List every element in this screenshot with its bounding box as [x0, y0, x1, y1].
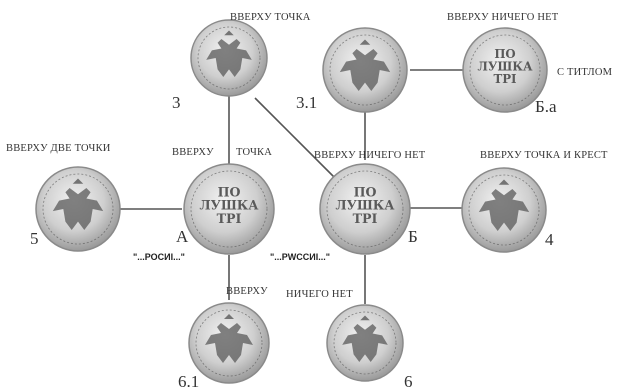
coin-label-ba: Б.а	[535, 97, 557, 116]
coin-legend-line: ТРI	[353, 211, 378, 226]
caption-coin-a-1: ВВЕРХУ	[172, 147, 214, 158]
coin-4	[36, 167, 120, 251]
coin-label-a: А	[176, 227, 189, 246]
caption-coin-4: ВВЕРХУ ТОЧКА И КРЕСТ	[480, 150, 608, 161]
coin-7	[462, 168, 546, 252]
coin-label-4: 4	[545, 230, 554, 249]
caption-coin-ba-titlo: С ТИТЛОМ	[557, 67, 613, 78]
caption-coin-3: ВВЕРХУ ТОЧКА	[230, 12, 311, 23]
coin-legend-line: ТРI	[493, 72, 516, 86]
coin-label-3-1: 3.1	[296, 93, 317, 112]
caption-coin-a-2: ТОЧКА	[236, 147, 272, 158]
coin-legend-line: ТРI	[217, 211, 242, 226]
quote-coin-a: "...РОСИI..."	[133, 252, 185, 262]
coin-9	[327, 305, 403, 381]
coin-2	[323, 28, 407, 112]
coin-label-3: 3	[172, 93, 181, 112]
coin-1	[191, 20, 267, 96]
caption-coin-6: НИЧЕГО НЕТ	[286, 289, 353, 300]
caption-coin-ba: ВВЕРХУ НИЧЕГО НЕТ	[447, 12, 559, 23]
coin-label-5: 5	[30, 229, 39, 248]
coin-8	[189, 303, 269, 383]
caption-coin-b: ВВЕРХУ НИЧЕГО НЕТ	[314, 150, 426, 161]
coin-label-6: 6	[404, 372, 413, 390]
coin-label-6-1: 6.1	[178, 372, 199, 390]
quote-coin-b: "...РWССИI..."	[270, 252, 330, 262]
coin-label-b: Б	[408, 227, 418, 246]
caption-coin-61: ВВЕРХУ	[226, 286, 268, 297]
caption-coin-5: ВВЕРХУ ДВЕ ТОЧКИ	[6, 143, 111, 154]
